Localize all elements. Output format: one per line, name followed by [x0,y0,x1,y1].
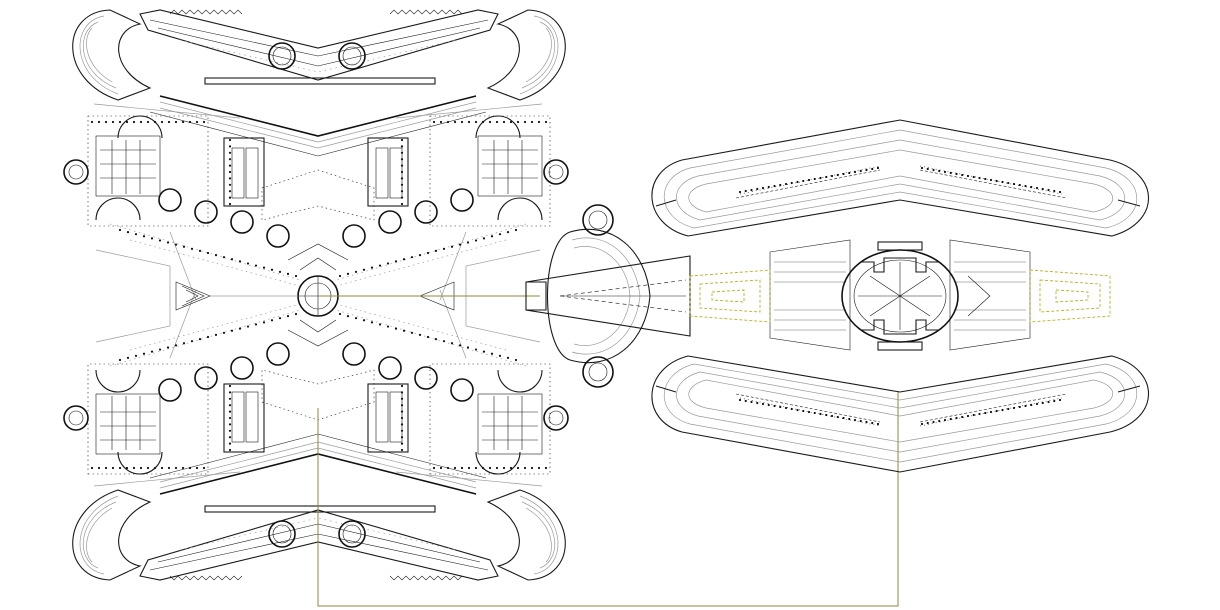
central-palace [769,239,1031,351]
left-complex-south-wing [63,289,569,581]
central-gateway [525,204,691,388]
south-arena [651,355,1150,473]
colonnade-dots [90,120,1062,470]
left-complex-north-wing [63,9,569,301]
garden-parterres [689,269,1111,323]
site-boundary-lines [317,295,899,607]
north-arena [651,119,1150,237]
